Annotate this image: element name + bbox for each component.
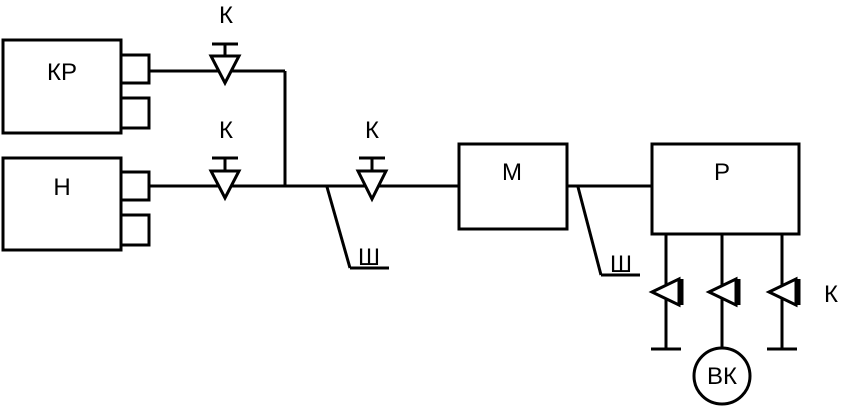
m-unit-box [457,142,569,231]
hose-right-leader [576,186,603,276]
n-aux-port [119,213,151,247]
n-unit-box [1,156,123,252]
valve-main: К [355,117,389,203]
hose-right-label: Ш [610,251,632,278]
hose-left: Ш [325,186,389,271]
kr-aux-port [119,96,151,130]
hose-left-leader [325,186,352,269]
n-unit-label: Н [53,174,70,201]
vk-unit: ВК [692,346,752,406]
valve-main-triangle-icon [355,169,389,203]
kr-outlet-port [119,53,151,85]
vk-unit-circle [692,346,752,406]
outlet-right-valve-triangle-icon [765,276,798,308]
valve-middle-triangle-icon [208,169,242,202]
m-unit-label: М [502,159,522,186]
valve-middle-label: К [219,117,233,144]
m-unit: М [457,142,569,231]
kr-unit-label: КР [47,59,77,86]
valve-right-label: К [824,281,838,308]
valve-middle: К [208,117,242,202]
valve-top: К [208,2,242,87]
pipelines [149,69,652,188]
vk-unit-label: ВК [707,363,737,390]
outlet-left [648,234,684,351]
hose-right: Ш [576,186,640,278]
n-outlet-port [119,170,151,202]
outlet-left-valve-triangle-icon [648,276,681,308]
valve-top-label: К [219,2,233,29]
n-unit: Н [1,156,151,252]
hose-left-label: Ш [358,244,380,271]
kr-unit: КР [1,38,151,135]
valve-top-triangle-icon [208,54,242,87]
outlet-right: К [765,234,838,351]
kr-unit-box [1,38,123,135]
p-unit-box [650,142,801,236]
valve-main-label: К [365,117,379,144]
outlet-middle-valve-triangle-icon [705,276,738,308]
p-unit-label: Р [714,159,730,186]
p-unit: Р [650,142,801,236]
outlet-middle [705,234,741,348]
